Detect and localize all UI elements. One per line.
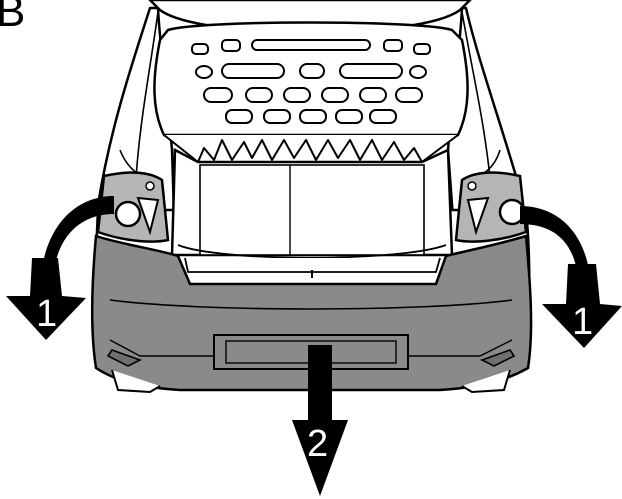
tailgate-seal-edge	[164, 135, 458, 162]
corner-letter: B	[0, 0, 25, 36]
luggage-compartment	[172, 150, 452, 278]
right-tail-light	[456, 173, 526, 242]
right-removal-arrow	[520, 206, 622, 348]
right-arrow-label: 1	[572, 301, 593, 343]
left-arrow-label: 1	[36, 293, 57, 335]
bumper-arrow-label: 2	[307, 423, 328, 465]
open-tailgate	[150, 0, 470, 162]
